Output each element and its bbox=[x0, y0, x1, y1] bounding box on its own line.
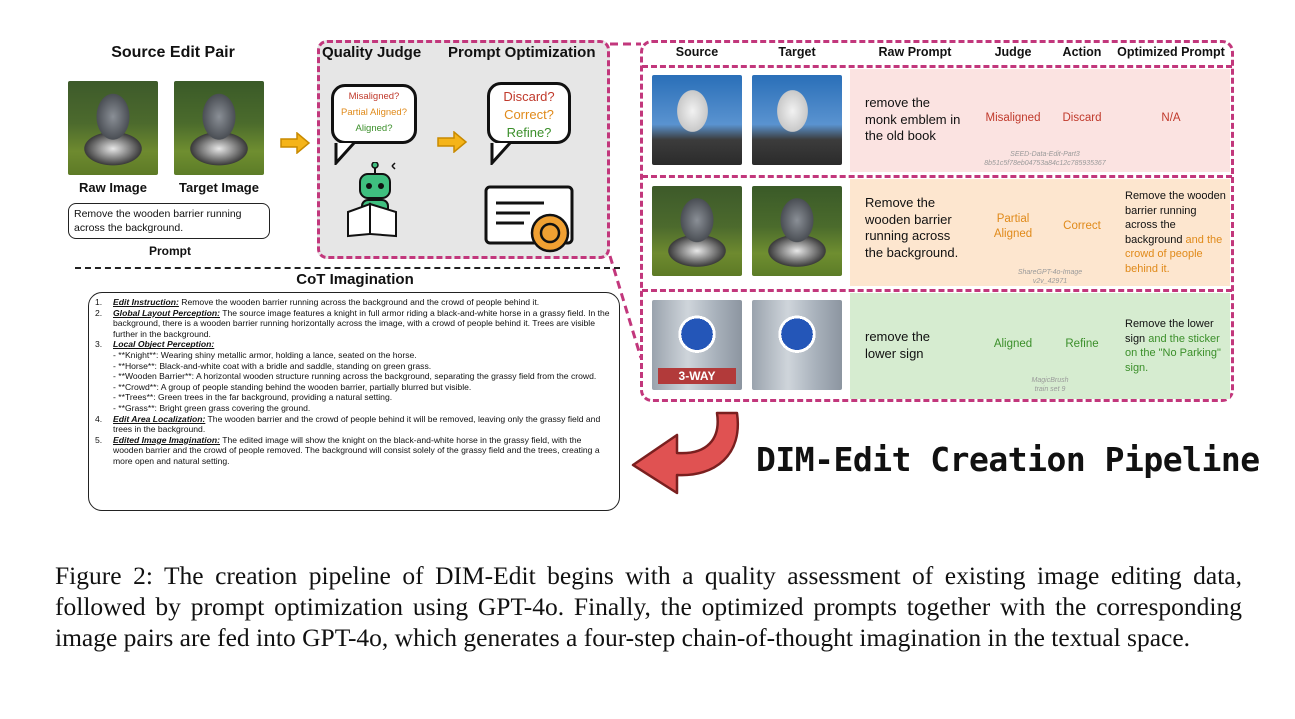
row1-source-image bbox=[652, 75, 742, 165]
cot-sub-item: - **Grass**: Bright green grass covering… bbox=[113, 403, 613, 414]
prompt-box: Remove the wooden barrier running across… bbox=[68, 203, 270, 239]
judge-option-partial: Partial Aligned? bbox=[334, 105, 414, 121]
cot-box: 1. Edit Instruction: Remove the wooden b… bbox=[88, 292, 620, 511]
header-action: Action bbox=[1052, 45, 1112, 59]
prompt-text: Remove the wooden barrier running across… bbox=[74, 208, 242, 234]
row2-source-dataset: ShareGPT-4o-Image bbox=[980, 268, 1120, 277]
row3-source-ref: MagicBrush train set 9 bbox=[990, 376, 1110, 394]
target-image-label: Target Image bbox=[168, 180, 270, 195]
row-divider bbox=[642, 289, 1232, 292]
row3-optimized: Remove the lower sign and the sticker on… bbox=[1125, 317, 1229, 375]
prompt-label: Prompt bbox=[120, 244, 220, 258]
arrow-right-icon bbox=[279, 132, 311, 154]
cot-step-heading: Edited Image Imagination: bbox=[113, 435, 220, 445]
row2-judge: Partial Aligned bbox=[988, 212, 1038, 242]
row1-target-image bbox=[752, 75, 842, 165]
cot-title: CoT Imagination bbox=[260, 271, 450, 288]
row2-source-id: v2v_42971 bbox=[980, 277, 1120, 286]
judge-speech-bubble: Misaligned? Partial Aligned? Aligned? bbox=[331, 84, 417, 144]
header-raw-prompt: Raw Prompt bbox=[860, 45, 970, 59]
cot-step-4: 4. Edit Area Localization: The wooden ba… bbox=[95, 414, 613, 435]
row-divider bbox=[642, 175, 1232, 178]
figure-caption: Figure 2: The creation pipeline of DIM-E… bbox=[55, 560, 1242, 653]
judge-option-aligned: Aligned? bbox=[334, 121, 414, 137]
cot-step-heading: Edit Instruction: bbox=[113, 297, 179, 307]
row-divider bbox=[642, 65, 1232, 68]
row3-source-dataset: MagicBrush bbox=[990, 376, 1110, 385]
row3-target-image bbox=[752, 300, 842, 390]
header-source: Source bbox=[652, 45, 742, 59]
cot-step-5: 5. Edited Image Imagination: The edited … bbox=[95, 435, 613, 467]
row1-optimized: N/A bbox=[1110, 112, 1232, 124]
cot-sub-item: - **Wooden Barrier**: A horizontal woode… bbox=[113, 371, 613, 382]
sign-label: 3-WAY bbox=[658, 368, 736, 384]
row1-source-ref: SEED-Data-Edit-Part3 8b51c5f78eb04753a84… bbox=[960, 150, 1130, 168]
robot-reading-icon bbox=[340, 162, 410, 240]
row1-raw-prompt: remove the monk emblem in the old book bbox=[865, 95, 965, 145]
cot-step-number: 2. bbox=[95, 308, 113, 340]
row1-source-id: 8b51c5f78eb04753a84c12c785935367 bbox=[960, 159, 1130, 168]
row2-raw-prompt: Remove the wooden barrier running across… bbox=[865, 195, 967, 261]
row2-target-image bbox=[752, 186, 842, 276]
action-option-refine: Refine? bbox=[490, 124, 568, 142]
header-optimized-prompt: Optimized Prompt bbox=[1110, 45, 1232, 59]
cot-step-number: 1. bbox=[95, 297, 113, 308]
cot-step-1: 1. Edit Instruction: Remove the wooden b… bbox=[95, 297, 613, 308]
pipeline-title: DIM-Edit Creation Pipeline bbox=[756, 440, 1260, 479]
header-judge: Judge bbox=[980, 45, 1046, 59]
cot-step-number: 3. bbox=[95, 339, 113, 350]
action-option-correct: Correct? bbox=[490, 106, 568, 124]
row3-action: Refine bbox=[1052, 338, 1112, 350]
row3-source-id: train set 9 bbox=[990, 385, 1110, 394]
cot-sub-item: - **Horse**: Black-and-white coat with a… bbox=[113, 361, 613, 372]
speech-tail-icon bbox=[490, 143, 514, 165]
target-image bbox=[174, 81, 264, 175]
arrow-right-icon bbox=[436, 131, 468, 153]
cot-sub-item: - **Knight**: Wearing shiny metallic arm… bbox=[113, 350, 613, 361]
row1-source-dataset: SEED-Data-Edit-Part3 bbox=[960, 150, 1130, 159]
cot-step-number: 4. bbox=[95, 414, 113, 435]
row1-optimized-text: N/A bbox=[1161, 112, 1180, 124]
row3-raw-prompt: remove the lower sign bbox=[865, 329, 955, 362]
row3-source-image: 3-WAY bbox=[652, 300, 742, 390]
cot-step-heading: Edit Area Localization: bbox=[113, 414, 205, 424]
curved-arrow-icon bbox=[625, 405, 755, 505]
certificate-icon bbox=[484, 185, 576, 255]
action-option-discard: Discard? bbox=[490, 88, 568, 106]
cot-step-text: Remove the wooden barrier running across… bbox=[179, 297, 539, 307]
cot-step-heading: Global Layout Perception: bbox=[113, 308, 220, 318]
row1-action: Discard bbox=[1052, 112, 1112, 124]
cot-sub-item: - **Crowd**: A group of people standing … bbox=[113, 382, 613, 393]
cot-sub-list: - **Knight**: Wearing shiny metallic arm… bbox=[95, 350, 613, 414]
row2-source-ref: ShareGPT-4o-Image v2v_42971 bbox=[980, 268, 1120, 286]
header-target: Target bbox=[752, 45, 842, 59]
cot-step-2: 2. Global Layout Perception: The source … bbox=[95, 308, 613, 340]
cot-divider bbox=[75, 267, 620, 269]
source-edit-pair-title: Source Edit Pair bbox=[80, 44, 266, 62]
prompt-optimization-title: Prompt Optimization bbox=[448, 44, 596, 61]
row2-action: Correct bbox=[1052, 220, 1112, 232]
judge-option-misaligned: Misaligned? bbox=[334, 89, 414, 105]
row2-optimized: Remove the wooden barrier running across… bbox=[1125, 189, 1229, 276]
cot-step-heading: Local Object Perception: bbox=[113, 339, 214, 349]
cot-sub-item: - **Trees**: Green trees in the far back… bbox=[113, 392, 613, 403]
row2-source-image bbox=[652, 186, 742, 276]
optimization-speech-bubble: Discard? Correct? Refine? bbox=[487, 82, 571, 144]
raw-image-label: Raw Image bbox=[62, 180, 164, 195]
cot-step-3: 3. Local Object Perception: bbox=[95, 339, 613, 350]
cot-step-number: 5. bbox=[95, 435, 113, 467]
quality-judge-title: Quality Judge bbox=[322, 44, 421, 61]
row3-judge: Aligned bbox=[978, 338, 1048, 350]
row1-judge: Misaligned bbox=[978, 112, 1048, 124]
raw-image bbox=[68, 81, 158, 175]
